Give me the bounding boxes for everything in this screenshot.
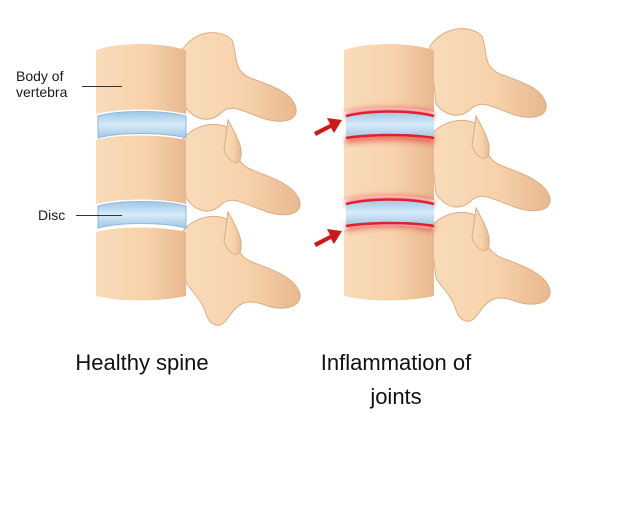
caption-inflammation-of-joints: Inflammation of joints bbox=[296, 346, 496, 414]
label-body-of-vertebra-line1: Body of bbox=[16, 68, 64, 84]
disc-leader-line bbox=[76, 215, 122, 216]
healthy-vertebral-bodies bbox=[96, 44, 186, 301]
inflamed-processes bbox=[429, 28, 551, 322]
healthy-processes bbox=[181, 32, 301, 326]
caption-inflammation-line1: Inflammation of bbox=[320, 350, 472, 375]
healthy-spine bbox=[96, 32, 301, 326]
caption-inflammation-line2: joints bbox=[370, 384, 422, 409]
inflammation-rims bbox=[345, 110, 435, 228]
inflamed-spine bbox=[344, 28, 551, 322]
arrow-upper-icon bbox=[314, 118, 342, 136]
inflamed-vertebral-bodies bbox=[344, 44, 434, 301]
label-body-of-vertebra-line2: vertebra bbox=[16, 84, 68, 100]
inflammation-arrows bbox=[314, 118, 342, 247]
vertebra-leader-line bbox=[82, 86, 122, 87]
healthy-discs bbox=[97, 111, 187, 229]
caption-healthy-spine: Healthy spine bbox=[75, 350, 209, 375]
label-disc: Disc bbox=[38, 207, 66, 223]
label-body-of-vertebra: Body of vertebra bbox=[16, 68, 67, 100]
inflamed-discs bbox=[346, 111, 434, 226]
arrow-lower-icon bbox=[314, 229, 342, 247]
